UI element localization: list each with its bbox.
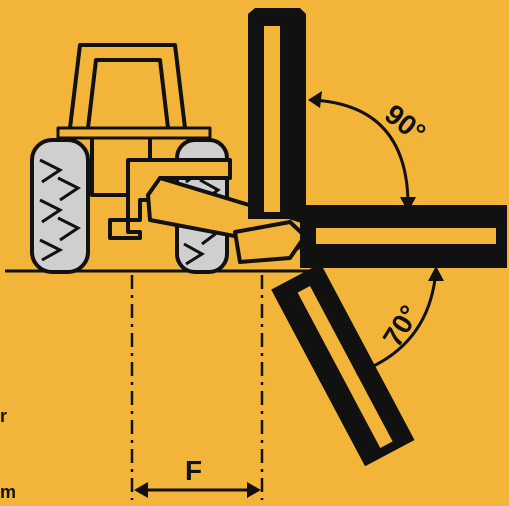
dimension-f-lines: [130, 275, 264, 500]
dimension-label-f: F: [185, 455, 202, 486]
flail-head-horizontal: [300, 205, 507, 268]
flail-head-angled: [271, 263, 415, 467]
angle-label-70: 70°: [377, 300, 426, 352]
arrowhead-70-top: [428, 266, 444, 281]
angle-arc-70: [359, 269, 438, 374]
rear-tire-left: [30, 138, 90, 274]
flail-head-vertical: [248, 8, 306, 219]
arrowhead-90-top: [308, 91, 322, 108]
arrowhead-90-bottom: [400, 197, 416, 212]
arrowhead-70-bottom: [356, 362, 372, 378]
angle-arc-90: [311, 98, 410, 211]
dimension-f-arrow: [134, 482, 261, 498]
hitch-frame: [108, 158, 232, 240]
angle-label-90: 90°: [379, 98, 431, 148]
edge-text-fragment-bottom: m: [0, 482, 16, 502]
edge-text-fragment-top: r: [0, 406, 7, 426]
